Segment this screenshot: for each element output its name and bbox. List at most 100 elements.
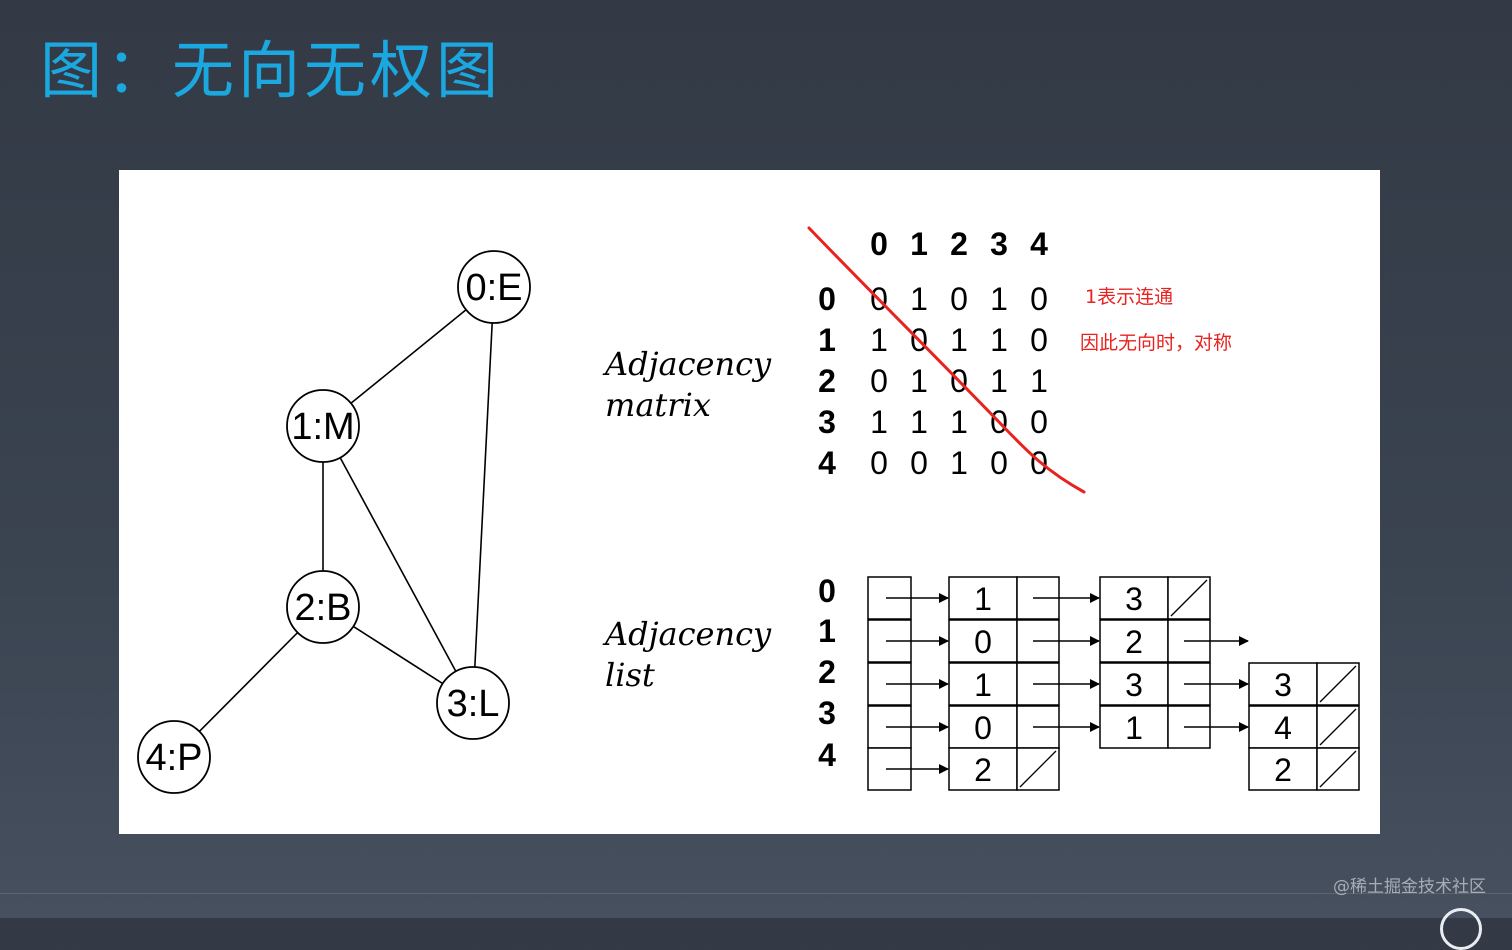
graph-node-label: 2:B [294,587,351,629]
matrix-row-header: 4 [818,445,836,481]
list-node-value: 1 [1125,710,1143,746]
null-pointer-slash [1319,708,1357,746]
slide-title: 图：无向无权图 [40,34,503,107]
annotation-symmetric: 因此无向时，对称 [1080,332,1232,354]
matrix-cell: 1 [910,281,928,317]
list-row-header: 0 [818,573,836,609]
list-node-value: 2 [1274,752,1292,788]
list-node-value: 4 [1274,710,1292,746]
matrix-cell: 0 [910,445,928,481]
list-row-header: 4 [818,737,836,773]
graph-node-label: 3:L [447,683,500,725]
matrix-col-header: 0 [870,226,888,262]
list-node-value: 0 [974,624,992,660]
list-node-value: 2 [974,752,992,788]
matrix-cell: 1 [870,404,888,440]
watermark: @稀土掘金技术社区 [1333,877,1486,897]
corner-circle-icon [1440,908,1482,950]
list-node-value: 1 [974,667,992,703]
matrix-label-line1: Adjacency [602,345,772,383]
matrix-col-header: 1 [910,226,928,262]
graph-edge-0-3 [474,322,493,668]
graph-node-circle [137,720,211,794]
list-node-value-cell [948,619,1018,663]
graph-node-1: 1:M [286,389,360,463]
matrix-row-headers: 0 1 2 3 4 [818,281,836,481]
list-row-header: 1 [818,613,836,649]
list-row-headers: 0 1 2 3 4 [818,573,836,773]
list-node-value-cell [948,747,1018,791]
matrix-cell: 0 [870,445,888,481]
matrix-row-header: 1 [818,322,836,358]
graph-node-circle [286,389,360,463]
matrix-cell: 0 [870,363,888,399]
list-node-value-cell [1099,705,1169,749]
graph-edge-2-3 [352,625,444,685]
list-node-value: 3 [1125,581,1143,617]
graph-edge-0-1 [350,309,467,404]
list-node-value: 0 [974,710,992,746]
matrix-row-header: 0 [818,281,836,317]
matrix-cell: 1 [950,322,968,358]
matrix-cell: 1 [910,363,928,399]
footer-divider [0,893,1512,894]
null-pointer-slash [1170,579,1208,617]
annotation-connected: 1表示连通 [1085,286,1173,308]
matrix-cell: 0 [1030,322,1048,358]
list-node-value-cell [1099,576,1169,620]
diagonal-annotation-stroke [807,226,1086,494]
matrix-col-header: 2 [950,226,968,262]
graph-node-circle [286,570,360,644]
graph-node-2: 2:B [286,570,360,644]
matrix-cell: 1 [1030,363,1048,399]
graph: 0:E 1:M 2:B 3:L 4:P [137,250,531,794]
graph-edge-1-3 [339,457,457,672]
null-pointer-slash [1319,750,1357,788]
null-pointer-slash [1319,665,1357,703]
matrix-cell: 1 [990,281,1008,317]
graph-node-3: 3:L [436,666,510,740]
list-node-value: 2 [1125,624,1143,660]
matrix-label-line2: matrix [605,386,711,424]
matrix-cell: 0 [1030,281,1048,317]
matrix-cell: 1 [990,322,1008,358]
graph-edge-2-4 [198,631,299,733]
matrix-cell: 0 [950,281,968,317]
list-node-value-cell [1248,662,1318,706]
graph-node-0: 0:E [457,250,531,324]
graph-edges [198,309,493,733]
list-label-line1: Adjacency [602,615,772,653]
graph-node-circle [436,666,510,740]
list-node-value-cell [1099,619,1169,663]
matrix-cell: 1 [950,445,968,481]
adjacency-list: Adjacency list 0 1 2 3 4 1 0 1 0 2 3 2 3 1 3 4 2 [602,573,1360,791]
matrix-cell: 1 [950,404,968,440]
list-label-line2: list [605,656,655,694]
matrix-cell: 0 [990,445,1008,481]
list-node-value: 3 [1274,667,1292,703]
graph-nodes: 0:E 1:M 2:B 3:L 4:P [137,250,531,794]
graph-node-label: 4:P [145,737,202,779]
graph-node-4: 4:P [137,720,211,794]
list-row-header: 3 [818,695,836,731]
matrix-row-header: 2 [818,363,836,399]
matrix-col-header: 3 [990,226,1008,262]
matrix-cell: 0 [1030,404,1048,440]
list-node-value: 3 [1125,667,1143,703]
matrix-cell: 1 [990,363,1008,399]
matrix-cell: 1 [910,404,928,440]
list-row-header: 2 [818,654,836,690]
graph-node-label: 0:E [465,267,522,309]
matrix-cell: 1 [870,322,888,358]
list-node-value-cell [948,662,1018,706]
graph-node-circle [457,250,531,324]
graph-node-label: 1:M [291,406,354,448]
matrix-row-header: 3 [818,404,836,440]
null-pointer-slash [1019,750,1057,788]
